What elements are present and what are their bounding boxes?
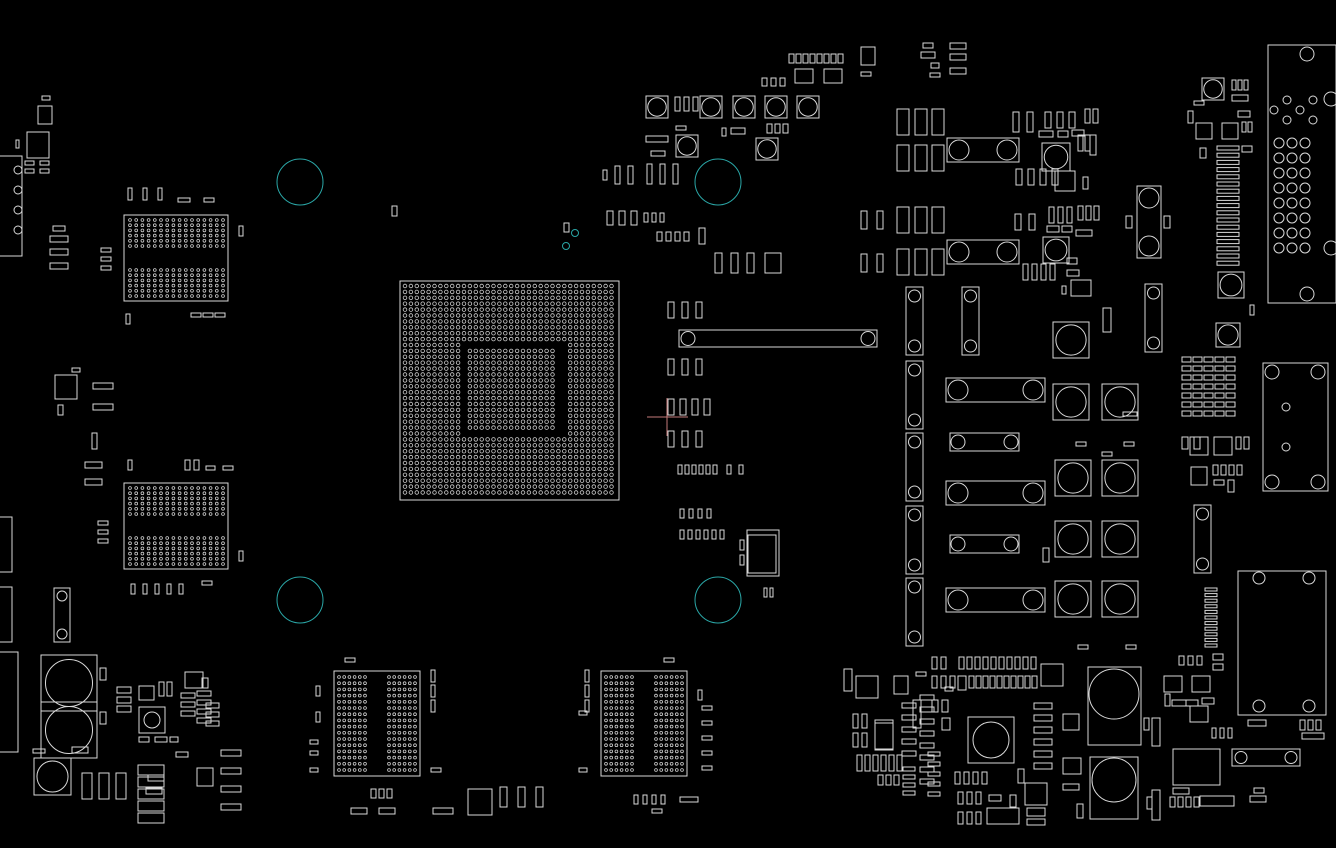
- smd-passives[interactable]: [15, 42, 1325, 826]
- mounting-hole[interactable]: [694, 576, 742, 624]
- memory-chip-u1[interactable]: [123, 214, 229, 302]
- power-components[interactable]: [53, 137, 1301, 767]
- pwm-controller[interactable]: [138, 529, 1221, 820]
- hdmi-connector[interactable]: [1262, 362, 1329, 492]
- mounting-hole[interactable]: [694, 158, 742, 206]
- via-hole[interactable]: [562, 242, 570, 250]
- mounting-holes: [276, 158, 742, 624]
- memory-chip-u3[interactable]: [333, 670, 421, 777]
- left-fan-connector[interactable]: [0, 155, 23, 753]
- mounting-hole[interactable]: [276, 158, 324, 206]
- gpu-ball-grid: [402, 283, 614, 495]
- displayport-connector[interactable]: [1237, 570, 1327, 716]
- memory-chip-u4[interactable]: [600, 670, 688, 777]
- display-connector[interactable]: [1267, 44, 1336, 304]
- gpu-bga-package[interactable]: [399, 280, 620, 501]
- via-hole[interactable]: [571, 229, 579, 237]
- capacitors[interactable]: [33, 77, 1245, 796]
- cursor-crosshair: [647, 398, 688, 436]
- mounting-hole[interactable]: [276, 576, 324, 624]
- memory-chip-u2[interactable]: [123, 482, 229, 570]
